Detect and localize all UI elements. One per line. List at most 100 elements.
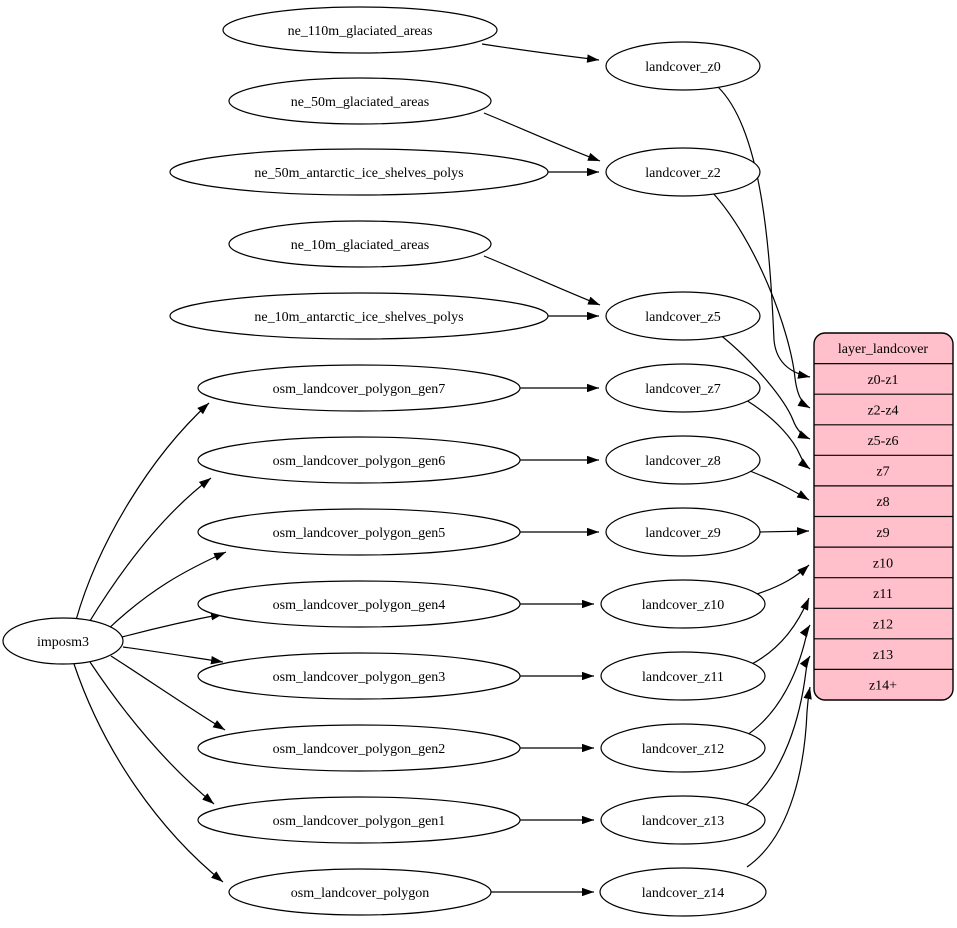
table-row-z10: z10 bbox=[873, 556, 893, 571]
node-label: landcover_z10 bbox=[642, 598, 724, 613]
edge-ne-50m-glaciated-areas-to-landcover-z2 bbox=[483, 112, 601, 162]
table-header: layer_landcover bbox=[838, 342, 929, 357]
node-ne-110m-glaciated-areas: ne_110m_glaciated_areas bbox=[222, 6, 498, 54]
edge-landcover-z10-to-row-z10 bbox=[756, 564, 810, 595]
node-label: osm_landcover_polygon_gen3 bbox=[273, 670, 446, 685]
node-label: ne_10m_antarctic_ice_shelves_polys bbox=[254, 310, 463, 325]
node-imposm3: imposm3 bbox=[2, 617, 124, 665]
node-landcover-z14: landcover_z14 bbox=[599, 867, 767, 917]
node-label: imposm3 bbox=[37, 635, 89, 650]
node-ne-50m-glaciated-areas: ne_50m_glaciated_areas bbox=[228, 77, 492, 125]
node-label: ne_50m_glaciated_areas bbox=[291, 95, 429, 110]
edge-imposm3-to-osm-landcover-polygon-gen1 bbox=[89, 661, 215, 805]
node-label: landcover_z12 bbox=[642, 742, 724, 757]
node-label: landcover_z13 bbox=[642, 814, 724, 829]
node-osm-landcover-polygon-gen3: osm_landcover_polygon_gen3 bbox=[197, 652, 521, 700]
node-ellipse bbox=[197, 508, 521, 556]
node-label: landcover_z9 bbox=[645, 526, 720, 541]
node-ellipse bbox=[600, 579, 766, 629]
node-ellipse bbox=[600, 723, 766, 773]
table-row-z7: z7 bbox=[876, 465, 889, 480]
node-osm-landcover-polygon-gen1: osm_landcover_polygon_gen1 bbox=[197, 796, 521, 844]
node-label: landcover_z14 bbox=[642, 886, 724, 901]
node-ne-10m-antarctic-ice-shelves-polys: ne_10m_antarctic_ice_shelves_polys bbox=[169, 292, 549, 340]
table-row-z12: z12 bbox=[873, 618, 893, 633]
node-landcover-z7: landcover_z7 bbox=[605, 363, 761, 413]
table-row-z8: z8 bbox=[876, 495, 889, 510]
edge-imposm3-to-osm-landcover-polygon-gen4 bbox=[121, 612, 224, 638]
node-label: osm_landcover_polygon_gen1 bbox=[273, 814, 446, 829]
node-label: landcover_z0 bbox=[645, 60, 720, 75]
edge-ne-10m-glaciated-areas-to-landcover-z5 bbox=[483, 255, 601, 306]
node-ellipse bbox=[600, 651, 766, 701]
edge-landcover-z12-to-row-z12 bbox=[743, 624, 811, 738]
node-ellipse bbox=[605, 363, 761, 413]
node-landcover-z2: landcover_z2 bbox=[605, 147, 761, 197]
edge-landcover-z5-to-row-z5-z6 bbox=[709, 326, 811, 440]
edge-imposm3-to-osm-landcover-polygon bbox=[73, 663, 224, 883]
node-landcover-z9: landcover_z9 bbox=[605, 507, 761, 557]
node-ellipse bbox=[605, 147, 761, 197]
node-ellipse bbox=[228, 868, 492, 916]
table-row-z0-z1: z0-z1 bbox=[867, 373, 898, 388]
node-label: landcover_z8 bbox=[645, 454, 720, 469]
edge-landcover-z13-to-row-z13 bbox=[741, 655, 811, 809]
node-ellipse bbox=[605, 291, 761, 341]
edge-imposm3-to-osm-landcover-polygon-gen3 bbox=[122, 646, 224, 665]
node-label: ne_110m_glaciated_areas bbox=[288, 24, 433, 39]
edge-landcover-z14-to-row-z14plus bbox=[746, 686, 812, 868]
node-ellipse bbox=[599, 867, 767, 917]
node-ellipse bbox=[600, 795, 766, 845]
node-landcover-z5: landcover_z5 bbox=[605, 291, 761, 341]
table-row-z2-z4: z2-z4 bbox=[867, 404, 898, 419]
layer-landcover-table: layer_landcover z0-z1 z2-z4 z5-z6 z7 z8 … bbox=[813, 332, 954, 701]
node-label: osm_landcover_polygon bbox=[291, 886, 429, 901]
node-label: osm_landcover_polygon_gen6 bbox=[273, 454, 446, 469]
node-ellipse bbox=[605, 435, 761, 485]
node-ne-50m-antarctic-ice-shelves-polys: ne_50m_antarctic_ice_shelves_polys bbox=[169, 148, 549, 196]
edge-landcover-z0-to-row-z0-z1 bbox=[717, 86, 811, 379]
node-ellipse bbox=[197, 364, 521, 412]
node-ellipse bbox=[197, 724, 521, 772]
node-osm-landcover-polygon-gen6: osm_landcover_polygon_gen6 bbox=[197, 436, 521, 484]
table-row-z14plus: z14+ bbox=[869, 679, 897, 694]
edge-imposm3-to-osm-landcover-polygon-gen6 bbox=[87, 477, 212, 625]
node-ellipse bbox=[605, 507, 761, 557]
edge-landcover-z9-to-row-z9 bbox=[759, 527, 810, 536]
node-osm-landcover-polygon-gen5: osm_landcover_polygon_gen5 bbox=[197, 508, 521, 556]
node-landcover-z0: landcover_z0 bbox=[605, 41, 761, 91]
node-ellipse bbox=[169, 292, 549, 340]
node-ellipse bbox=[197, 652, 521, 700]
table-row-z9: z9 bbox=[876, 526, 889, 541]
node-ellipse bbox=[197, 436, 521, 484]
node-osm-landcover-polygon: osm_landcover_polygon bbox=[228, 868, 492, 916]
node-label: ne_10m_glaciated_areas bbox=[291, 238, 429, 253]
node-label: osm_landcover_polygon_gen7 bbox=[273, 382, 446, 397]
node-ellipse bbox=[169, 148, 549, 196]
edge-landcover-z8-to-row-z8 bbox=[749, 470, 810, 501]
node-label: osm_landcover_polygon_gen5 bbox=[273, 526, 446, 541]
node-label: ne_50m_antarctic_ice_shelves_polys bbox=[254, 166, 463, 181]
edge-imposm3-to-osm-landcover-polygon-gen7 bbox=[75, 402, 210, 621]
node-ne-10m-glaciated-areas: ne_10m_glaciated_areas bbox=[228, 220, 492, 268]
edge-imposm3-to-osm-landcover-polygon-gen2 bbox=[110, 655, 226, 731]
edge-landcover-z7-to-row-z7 bbox=[745, 399, 811, 470]
node-landcover-z13: landcover_z13 bbox=[600, 795, 766, 845]
node-osm-landcover-polygon-gen2: osm_landcover_polygon_gen2 bbox=[197, 724, 521, 772]
node-ellipse bbox=[197, 580, 521, 628]
node-ellipse bbox=[605, 41, 761, 91]
node-ellipse bbox=[228, 220, 492, 268]
node-label: osm_landcover_polygon_gen4 bbox=[273, 598, 446, 613]
node-label: landcover_z2 bbox=[645, 166, 720, 181]
edge-imposm3-to-osm-landcover-polygon-gen5 bbox=[105, 551, 227, 632]
node-osm-landcover-polygon-gen4: osm_landcover_polygon_gen4 bbox=[197, 580, 521, 628]
edge-landcover-z2-to-row-z2-z4 bbox=[711, 191, 811, 409]
node-label: osm_landcover_polygon_gen2 bbox=[273, 742, 446, 757]
node-landcover-z11: landcover_z11 bbox=[600, 651, 766, 701]
node-ellipse bbox=[197, 796, 521, 844]
table-row-z5-z6: z5-z6 bbox=[867, 434, 898, 449]
node-landcover-z12: landcover_z12 bbox=[600, 723, 766, 773]
node-label: landcover_z7 bbox=[645, 382, 720, 397]
